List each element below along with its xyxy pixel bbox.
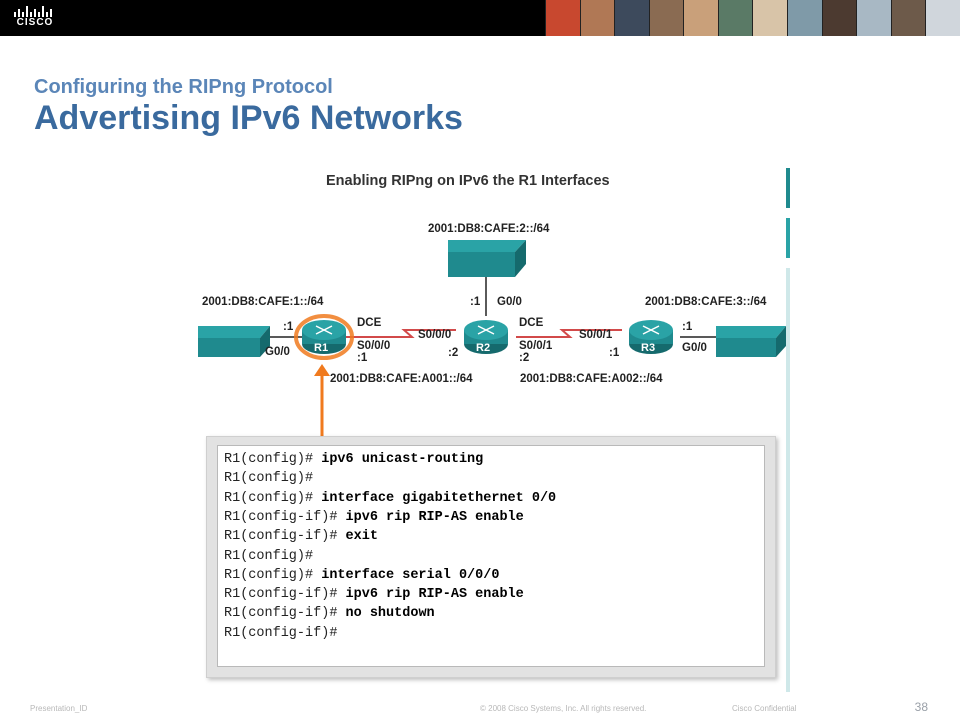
r3-left-id: :1 [609, 347, 620, 359]
r2-label: R2 [476, 342, 490, 354]
footer-presentation-id: Presentation_ID [30, 704, 88, 713]
cli-line: R1(config-if)# ipv6 rip RIP-AS enable [224, 510, 524, 525]
r1-label: R1 [314, 342, 328, 354]
cli-line: R1(config)# ipv6 unicast-routing [224, 452, 483, 467]
switch-right-icon [716, 326, 786, 357]
logo-wordmark: CISCO [16, 17, 54, 28]
switch-left-icon [198, 326, 270, 357]
cli-command: ipv6 rip RIP-AS enable [345, 587, 524, 603]
serial-link-r1-r2 [345, 329, 456, 338]
r2-g00-label: G0/0 [497, 296, 522, 308]
switch-top-icon [448, 240, 526, 277]
top-network-label: 2001:DB8:CAFE:2::/64 [428, 223, 550, 235]
cisco-bridge-icon [14, 6, 52, 17]
header-photo [890, 0, 926, 36]
cli-line: R1(config-if)# no shutdown [224, 606, 435, 621]
r3-lan-id: :1 [682, 321, 693, 333]
cli-line: R1(config-if)# [224, 626, 346, 641]
right-network-label: 2001:DB8:CAFE:3::/64 [645, 296, 767, 308]
cli-command: ipv6 unicast-routing [321, 452, 484, 467]
router-r3-icon [629, 320, 673, 354]
cli-line: R1(config)# [224, 549, 321, 564]
r3-s001-label: S0/0/1 [579, 329, 613, 341]
network-topology-diagram: Enabling RIPng on IPv6 the R1 Interfaces [198, 173, 786, 436]
cli-command: interface serial 0/0/0 [321, 567, 500, 583]
cli-line: R1(config)# interface gigabitethernet 0/… [224, 491, 556, 506]
slide-title: Advertising IPv6 Networks [34, 99, 463, 137]
cli-prompt: R1(config)# [224, 548, 322, 564]
highlight-arrowhead [314, 364, 330, 376]
cli-prompt: R1(config-if)# [224, 625, 346, 641]
r3-g00-label: G0/0 [682, 342, 707, 354]
router-r2-icon [464, 320, 508, 354]
router-r1-icon [294, 314, 354, 360]
cli-prompt: R1(config)# [224, 452, 322, 467]
footer-copyright: © 2008 Cisco Systems, Inc. All rights re… [480, 704, 647, 713]
slide-subtitle: Configuring the RIPng Protocol [34, 76, 333, 98]
r2-s000-label: S0/0/0 [418, 329, 451, 341]
cli-command: no shutdown [345, 606, 435, 622]
r3-label: R3 [641, 342, 655, 354]
cli-prompt: R1(config-if)# [224, 509, 346, 525]
cli-prompt: R1(config)# [224, 490, 322, 506]
r2-left-id: :2 [448, 347, 458, 359]
cli-command: ipv6 rip RIP-AS enable [345, 509, 524, 525]
header-photo-strip [545, 0, 960, 36]
cli-line: R1(config)# interface serial 0/0/0 [224, 568, 499, 583]
header-bar: CISCO [0, 0, 960, 36]
r1-lan-id: :1 [283, 321, 294, 333]
r2-s001-label: S0/0/1 [519, 340, 553, 352]
r2-right-id: :2 [519, 352, 529, 364]
r1-dce-label: DCE [357, 317, 382, 329]
cli-prompt: R1(config-if)# [224, 587, 346, 603]
title-block: Configuring the RIPng Protocol Advertisi… [34, 76, 463, 138]
cli-line: R1(config-if)# exit [224, 529, 378, 544]
cli-prompt: R1(config)# [224, 471, 322, 487]
header-photo [787, 0, 822, 36]
r2-top-id: :1 [470, 296, 481, 308]
cli-prompt: R1(config)# [224, 567, 322, 583]
left-network-label: 2001:DB8:CAFE:1::/64 [202, 296, 324, 308]
cli-prompt: R1(config-if)# [224, 606, 346, 622]
r1-wan-id: :1 [357, 352, 368, 364]
cisco-logo: CISCO [10, 5, 60, 31]
footer-confidential: Cisco Confidential [732, 704, 797, 713]
serial-link-r2-r3 [516, 329, 622, 338]
header-photo [717, 0, 753, 36]
cli-command: exit [345, 529, 378, 545]
r1-s000-label: S0/0/0 [357, 340, 390, 352]
header-photo [683, 0, 718, 36]
header-photo [925, 0, 960, 36]
link2-network-label: 2001:DB8:CAFE:A002::/64 [520, 373, 663, 385]
r1-g00-label: G0/0 [265, 346, 290, 358]
header-photo [856, 0, 891, 36]
header-photo [545, 0, 580, 36]
cli-line: R1(config)# [224, 471, 321, 486]
page-number: 38 [914, 700, 928, 714]
diagram-heading: Enabling RIPng on IPv6 the R1 Interfaces [326, 173, 610, 189]
header-photo [579, 0, 615, 36]
cli-prompt: R1(config-if)# [224, 529, 346, 545]
cli-command: interface gigabitethernet 0/0 [321, 490, 557, 506]
side-accent-strip [786, 168, 790, 692]
link1-network-label: 2001:DB8:CAFE:A001::/64 [330, 373, 473, 385]
header-photo [614, 0, 649, 36]
r2-dce-label: DCE [519, 317, 544, 329]
header-photo [752, 0, 788, 36]
cli-line: R1(config-if)# ipv6 rip RIP-AS enable [224, 587, 524, 602]
header-photo [821, 0, 857, 36]
header-photo [648, 0, 684, 36]
